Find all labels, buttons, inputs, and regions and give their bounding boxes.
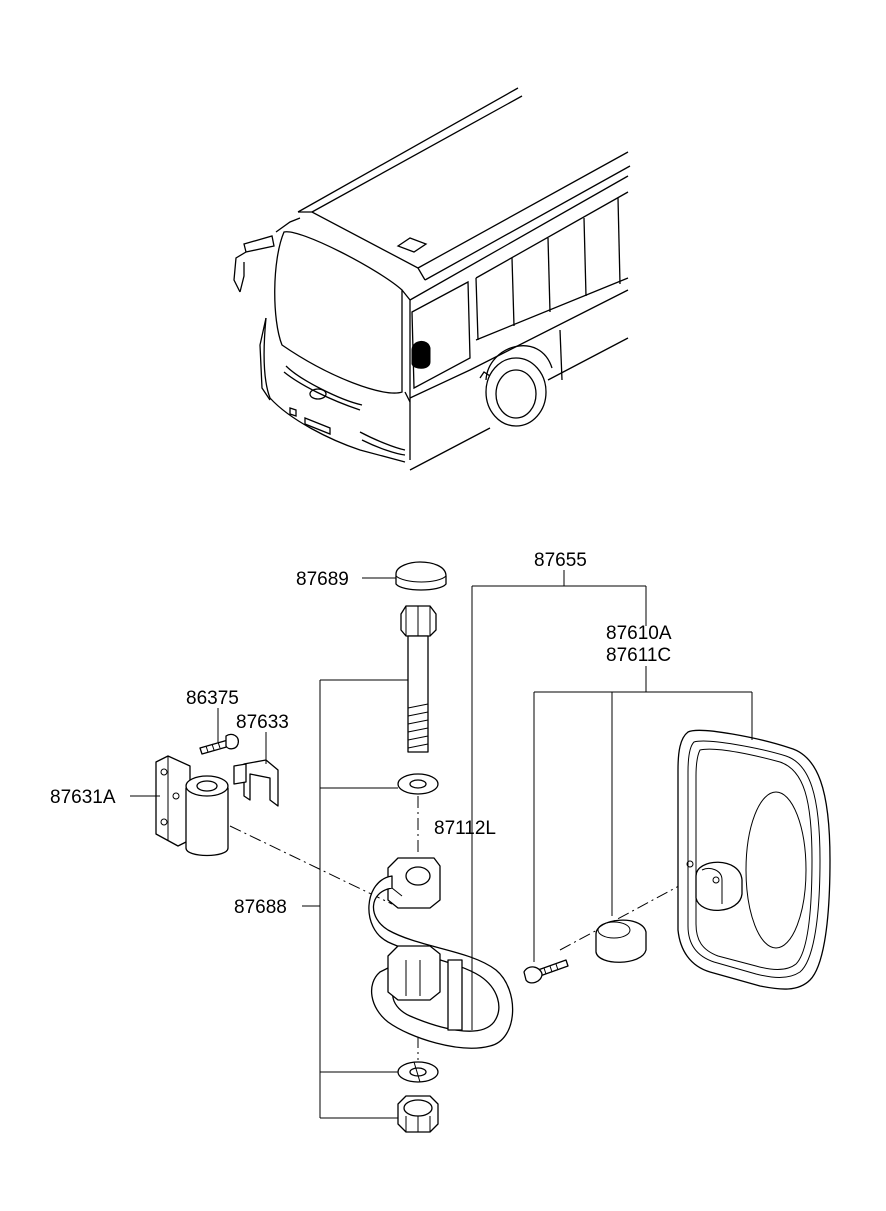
mirror-location-marker — [411, 341, 431, 369]
part-label-86375[interactable]: 86375 — [186, 688, 239, 709]
mirror-arm-87112L — [368, 857, 514, 1049]
part-label-87689[interactable]: 87689 — [296, 569, 349, 590]
mirror-screw — [523, 959, 569, 984]
screw-86375 — [199, 733, 239, 755]
mirror-head — [677, 729, 831, 990]
part-label-87611C[interactable]: 87611C — [606, 645, 671, 666]
bus-illustration — [233, 87, 631, 471]
bolt-87688 — [400, 605, 437, 753]
part-label-87688[interactable]: 87688 — [234, 897, 287, 918]
part-label-87633[interactable]: 87633 — [236, 712, 289, 733]
cap-87689 — [395, 561, 447, 591]
bracket-87631A — [155, 755, 229, 857]
ball-joint — [595, 919, 647, 963]
clip-87633 — [233, 759, 279, 807]
part-label-87112L[interactable]: 87112L — [434, 818, 496, 839]
part-label-87610A[interactable]: 87610A — [606, 623, 672, 644]
washer-upper — [397, 773, 439, 795]
part-label-87655[interactable]: 87655 — [534, 550, 587, 571]
nut — [397, 1095, 439, 1133]
part-label-87631A[interactable]: 87631A — [50, 787, 116, 808]
washer-lower — [397, 1061, 439, 1083]
